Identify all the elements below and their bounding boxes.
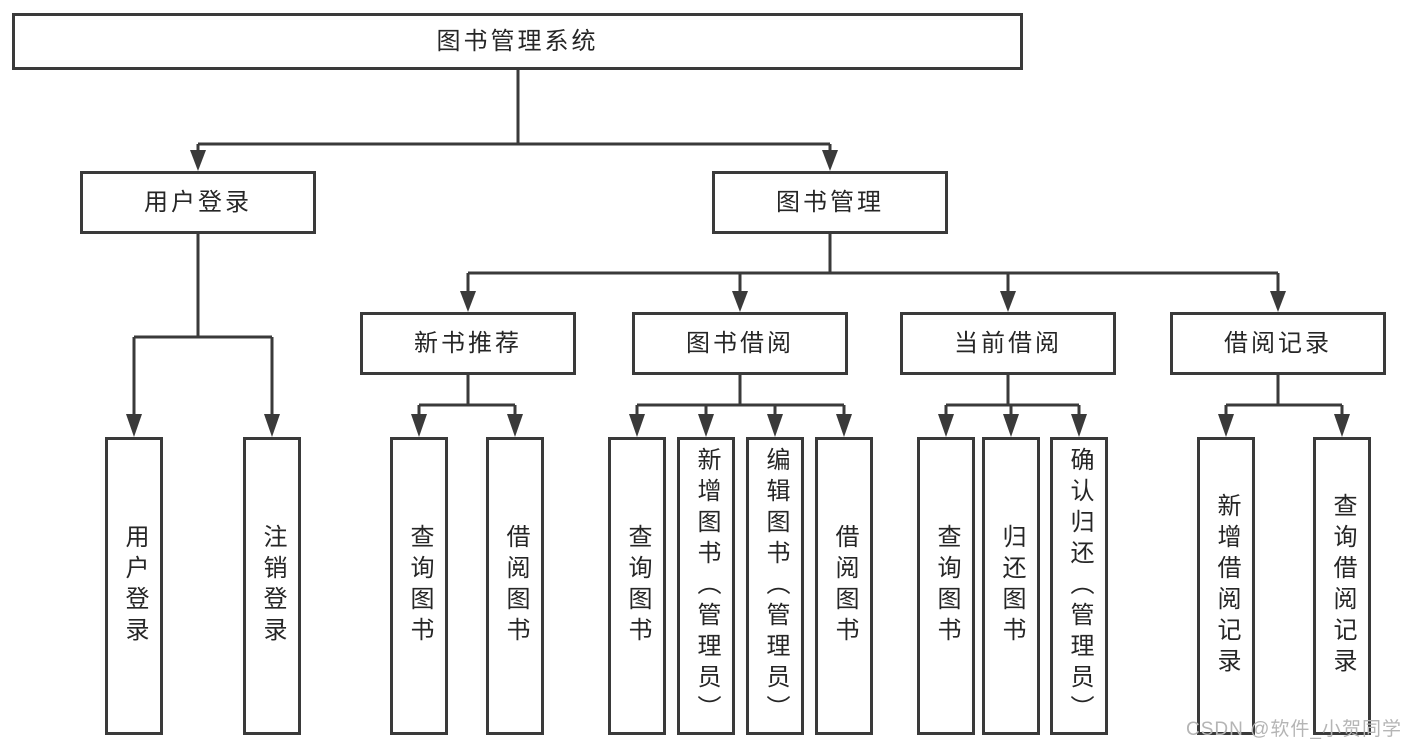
node-label: 用户登录 — [144, 188, 252, 216]
leaf-query-books-newbooks: 查询图书 — [390, 437, 448, 735]
node-library-management-system: 图书管理系统 — [12, 13, 1023, 70]
node-label: 借阅图书 — [831, 524, 858, 648]
leaf-return-books: 归还图书 — [982, 437, 1040, 735]
node-label: 查询图书 — [624, 524, 651, 648]
node-label: 新增借阅记录 — [1213, 493, 1240, 679]
node-current-borrowing: 当前借阅 — [900, 312, 1116, 375]
csdn-watermark: CSDN @软件_小贺同学 — [1186, 719, 1402, 740]
leaf-query-books-borrow: 查询图书 — [608, 437, 666, 735]
node-label: 当前借阅 — [954, 329, 1062, 357]
leaf-borrow-books: 借阅图书 — [815, 437, 873, 735]
node-label: 图书管理系统 — [436, 27, 599, 55]
node-label: 图书借阅 — [686, 329, 794, 357]
leaf-borrow-books-newbooks: 借阅图书 — [486, 437, 544, 735]
leaf-query-borrow-record: 查询借阅记录 — [1313, 437, 1371, 735]
node-label: 编辑图书（管理员） — [762, 446, 789, 726]
node-label: 借阅图书 — [502, 524, 529, 648]
node-label: 新增图书（管理员） — [693, 446, 720, 726]
node-book-management-branch: 图书管理 — [712, 171, 948, 234]
leaf-logout-login: 注销登录 — [243, 437, 301, 735]
node-label: 查询借阅记录 — [1329, 493, 1356, 679]
node-label: 新书推荐 — [414, 329, 522, 357]
node-label: 查询图书 — [933, 524, 960, 648]
leaf-add-borrow-record: 新增借阅记录 — [1197, 437, 1255, 735]
node-book-borrowing: 图书借阅 — [632, 312, 848, 375]
leaf-confirm-return-admin: 确认归还（管理员） — [1050, 437, 1108, 735]
node-label: 归还图书 — [998, 524, 1025, 648]
node-borrowing-records: 借阅记录 — [1170, 312, 1386, 375]
node-label: 图书管理 — [776, 188, 884, 216]
node-user-login-branch: 用户登录 — [80, 171, 316, 234]
leaf-add-books-admin: 新增图书（管理员） — [677, 437, 735, 735]
leaf-edit-books-admin: 编辑图书（管理员） — [746, 437, 804, 735]
node-label: 用户登录 — [121, 524, 148, 648]
node-label: 查询图书 — [406, 524, 433, 648]
node-label: 确认归还（管理员） — [1066, 446, 1093, 726]
node-new-book-recommend: 新书推荐 — [360, 312, 576, 375]
leaf-query-books-current: 查询图书 — [917, 437, 975, 735]
leaf-user-login: 用户登录 — [105, 437, 163, 735]
node-label: 借阅记录 — [1224, 329, 1332, 357]
node-label: 注销登录 — [259, 524, 286, 648]
